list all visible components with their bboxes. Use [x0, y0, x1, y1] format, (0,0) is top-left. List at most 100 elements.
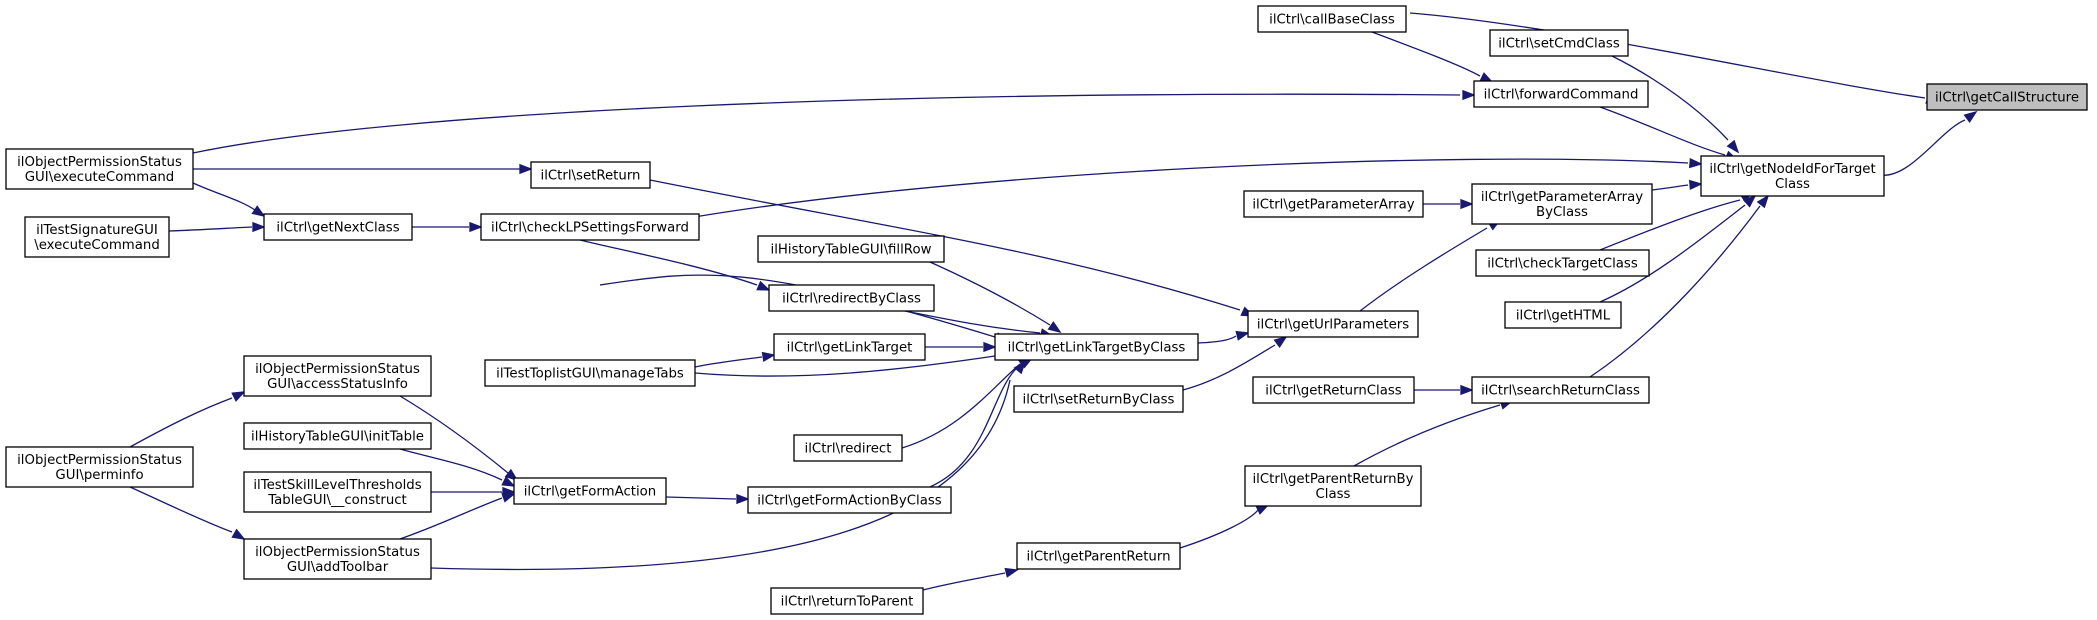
node-label: ilCtrl\getUrlParameters — [1257, 318, 1409, 333]
call-edge — [899, 309, 1054, 339]
call-edge — [129, 391, 246, 448]
node-label: \executeCommand — [34, 238, 160, 253]
call-edge — [129, 486, 246, 540]
node-fill-row[interactable]: ilHistoryTableGUI\fillRow — [757, 235, 945, 263]
node-set-return[interactable]: ilCtrl\setReturn — [530, 161, 651, 189]
node-forward-command[interactable]: ilCtrl\forwardCommand — [1473, 80, 1649, 108]
arrowhead-icon — [761, 351, 776, 363]
call-edge — [192, 182, 266, 218]
node-label: ilCtrl\getNextClass — [276, 221, 399, 236]
edge-line — [1371, 31, 1481, 77]
arrowhead-icon — [1273, 335, 1288, 349]
node-box — [5, 446, 194, 488]
node-manage-tabs[interactable]: ilTestToplistGUI\manageTabs — [484, 359, 696, 387]
call-edge — [1599, 106, 1739, 161]
call-edge — [1179, 504, 1270, 549]
node-set-return-by-class[interactable]: ilCtrl\setReturnByClass — [1013, 385, 1184, 413]
edge-line — [192, 93, 1461, 154]
node-get-return-class[interactable]: ilCtrl\getReturnClass — [1252, 376, 1415, 404]
node-get-form-action[interactable]: ilCtrl\getFormAction — [513, 477, 667, 505]
node-box — [1504, 301, 1622, 329]
node-get-form-action-by-class[interactable]: ilCtrl\getFormActionByClass — [747, 486, 952, 514]
node-box — [773, 333, 926, 361]
call-edge — [649, 179, 1255, 317]
call-edge — [925, 341, 997, 353]
edge-line — [1599, 106, 1726, 156]
node-return-to-parent[interactable]: ilCtrl\returnToParent — [770, 587, 924, 615]
edges-layer — [129, 12, 1978, 591]
arrowhead-icon — [1963, 110, 1978, 124]
node-label: ilTestToplistGUI\manageTabs — [496, 367, 684, 382]
call-edge — [1651, 179, 1703, 191]
arrowhead-icon — [1004, 567, 1019, 578]
node-tsg-execute-command[interactable]: ilTestSignatureGUI\executeCommand — [24, 216, 170, 258]
node-box — [1243, 190, 1424, 218]
node-label: ilCtrl\getReturnClass — [1265, 384, 1402, 399]
node-init-table[interactable]: ilHistoryTableGUI\initTable — [243, 422, 432, 450]
call-edge — [665, 493, 750, 505]
node-get-h-t-m-l[interactable]: ilCtrl\getHTML — [1504, 301, 1622, 329]
node-label: ilCtrl\getParameterArray — [1252, 198, 1414, 213]
call-edge — [659, 158, 1703, 224]
node-check-target-class[interactable]: ilCtrl\checkTargetClass — [1475, 249, 1650, 277]
node-search-return-class[interactable]: ilCtrl\searchReturnClass — [1471, 376, 1650, 404]
node-label: ilCtrl\redirect — [805, 442, 892, 457]
node-set-cmd-class[interactable]: ilCtrl\setCmdClass — [1489, 29, 1629, 57]
node-call-base-class[interactable]: ilCtrl\callBaseClass — [1257, 5, 1407, 33]
node-box — [1926, 83, 2088, 111]
node-box — [243, 471, 432, 513]
node-get-next-class[interactable]: ilCtrl\getNextClass — [263, 213, 413, 241]
node-box — [1489, 29, 1629, 57]
edge-line — [579, 239, 758, 286]
arrowhead-icon — [736, 493, 750, 505]
node-get-call-structure[interactable]: ilCtrl\getCallStructure — [1926, 83, 2088, 111]
arrowhead-icon — [252, 221, 266, 233]
call-edge — [431, 486, 516, 498]
node-label: ilObjectPermissionStatus — [255, 545, 420, 560]
node-label: Class — [1316, 487, 1351, 502]
arrowhead-icon — [501, 476, 516, 487]
node-redirect-by-class[interactable]: ilCtrl\redirectByClass — [768, 284, 935, 312]
node-box — [243, 538, 432, 580]
node-get-parameter-array[interactable]: ilCtrl\getParameterArray — [1243, 190, 1424, 218]
edge-line — [649, 179, 1241, 311]
node-label: ilCtrl\returnToParent — [781, 595, 914, 610]
edge-line — [1651, 184, 1689, 191]
arrowhead-icon — [251, 205, 266, 218]
node-redirect[interactable]: ilCtrl\redirect — [793, 434, 903, 462]
node-get-parent-return[interactable]: ilCtrl\getParentReturn — [1016, 542, 1181, 570]
call-edge — [1599, 194, 1757, 303]
edge-line — [1353, 404, 1501, 467]
call-edge — [192, 89, 1476, 154]
node-get-url-parameters[interactable]: ilCtrl\getUrlParameters — [1247, 310, 1419, 338]
node-get-link-target[interactable]: ilCtrl\getLinkTarget — [773, 333, 926, 361]
call-edge — [1353, 399, 1514, 467]
arrowhead-icon — [1462, 89, 1476, 101]
node-access-status-info[interactable]: ilObjectPermissionStatusGUI\accessStatus… — [243, 355, 432, 397]
call-edge — [1371, 31, 1494, 83]
node-label: ilCtrl\getFormAction — [524, 485, 657, 500]
edge-line — [1599, 199, 1741, 251]
arrowhead-icon — [1726, 139, 1740, 154]
edge-line — [1599, 204, 1746, 303]
node-label: GUI\accessStatusInfo — [267, 377, 408, 392]
edge-line — [430, 379, 1011, 571]
node-box — [1473, 80, 1649, 108]
node-check-l-p-settings-forward[interactable]: ilCtrl\checkLPSettingsForward — [480, 213, 700, 241]
node-ops-execute-command[interactable]: ilObjectPermissionStatusGUI\executeComma… — [5, 148, 194, 190]
node-label: Class — [1775, 177, 1810, 192]
node-label: ilCtrl\getHTML — [1516, 309, 1611, 324]
edge-line — [129, 486, 233, 533]
node-get-link-target-by-class[interactable]: ilCtrl\getLinkTargetByClass — [994, 333, 1199, 361]
node-skill-construct[interactable]: ilTestSkillLevelThresholdsTableGUI\__con… — [243, 471, 432, 513]
node-box — [1700, 155, 1885, 197]
node-label: ilCtrl\getLinkTargetByClass — [1008, 341, 1186, 356]
edge-line — [1179, 509, 1259, 549]
node-label: ilCtrl\redirectByClass — [782, 292, 921, 307]
arrowhead-icon — [1460, 198, 1474, 210]
